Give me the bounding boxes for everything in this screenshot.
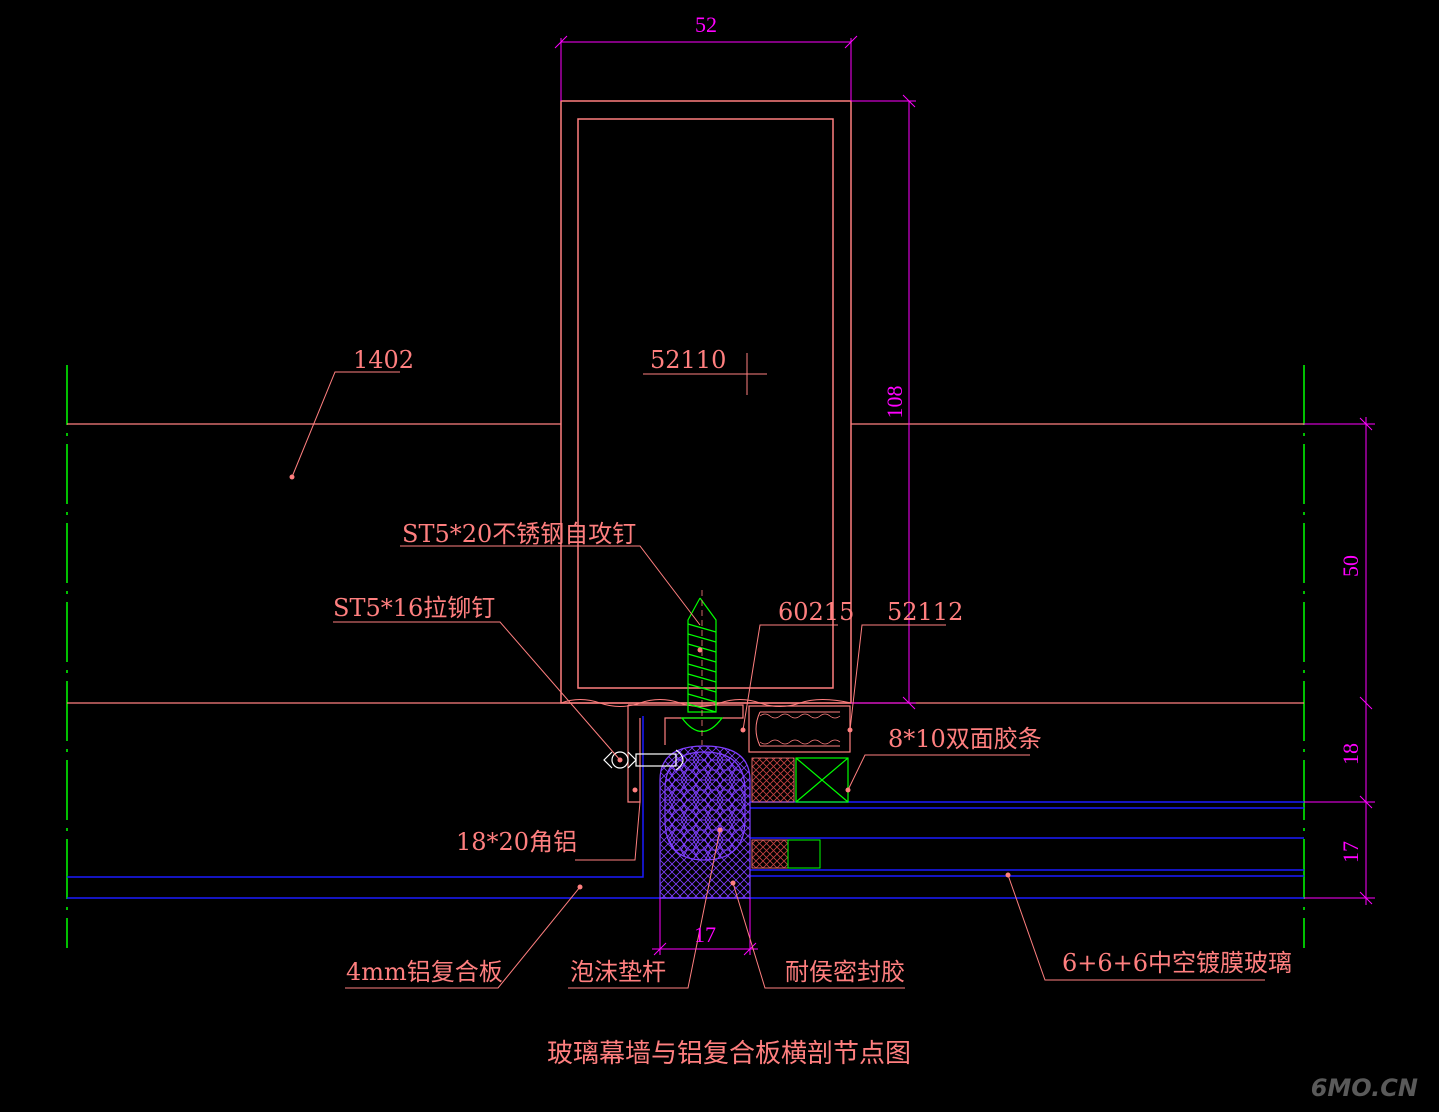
foam-rod-and-sealant bbox=[659, 745, 751, 899]
blue-lines bbox=[67, 716, 1304, 899]
dim-50: 50 bbox=[1338, 555, 1363, 577]
label-52110: 52110 bbox=[650, 346, 726, 374]
boundary-lines bbox=[66, 365, 1305, 948]
frame-52110 bbox=[560, 100, 852, 707]
dim-108: 108 bbox=[882, 386, 907, 419]
drawing-title: 玻璃幕墙与铝复合板横剖节点图 bbox=[547, 1039, 911, 1069]
spacer-block-mid bbox=[751, 839, 789, 869]
dimension-lines bbox=[554, 35, 1375, 956]
dim-17-bottom: 17 bbox=[694, 922, 716, 947]
label-sealant: 耐侯密封胶 bbox=[785, 958, 905, 986]
label-52112: 52112 bbox=[887, 598, 963, 626]
watermark: 6MO.CN bbox=[1311, 1074, 1418, 1102]
label-tape: 8*10双面胶条 bbox=[888, 725, 1042, 753]
spacer-green-mid bbox=[787, 839, 821, 869]
label-60215: 60215 bbox=[778, 598, 854, 626]
dim-52: 52 bbox=[695, 12, 717, 37]
panel-lines bbox=[67, 423, 1304, 704]
double-sided-tape bbox=[795, 757, 849, 803]
dim-17-right: 17 bbox=[1338, 841, 1363, 863]
label-glass: 6+6+6中空镀膜玻璃 bbox=[1062, 949, 1292, 977]
label-composite-panel: 4mm铝复合板 bbox=[346, 958, 503, 986]
leader-lines bbox=[291, 371, 1265, 989]
label-1402: 1402 bbox=[353, 346, 414, 374]
label-rivet: ST5*16拉铆钉 bbox=[333, 594, 495, 622]
self-tapping-screw bbox=[680, 590, 724, 745]
label-foam-rod: 泡沫垫杆 bbox=[570, 958, 666, 986]
rivet bbox=[603, 749, 684, 771]
label-screw: ST5*20不锈钢自攻钉 bbox=[402, 520, 636, 548]
spacer-block-top bbox=[751, 757, 795, 803]
label-angle-alu: 18*20角铝 bbox=[456, 828, 577, 856]
dim-18: 18 bbox=[1338, 743, 1363, 765]
leader-dots bbox=[289, 474, 1011, 890]
